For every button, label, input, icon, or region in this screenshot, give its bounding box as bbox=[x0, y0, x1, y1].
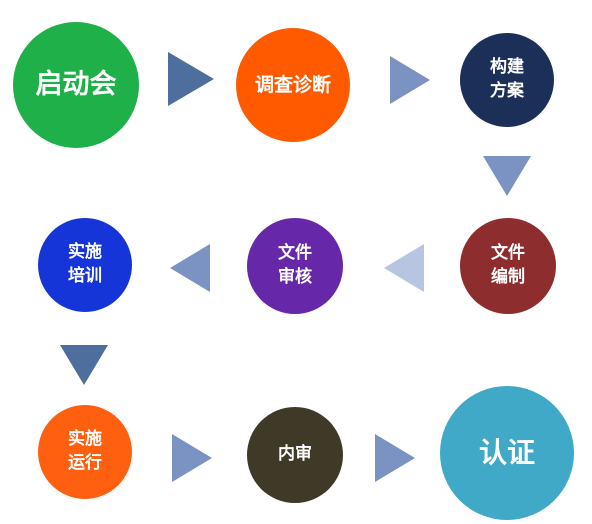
node-survey: 调查诊断 bbox=[236, 28, 350, 142]
node-train-label: 实施 培训 bbox=[68, 242, 102, 286]
node-doc-review-label: 文件 审核 bbox=[278, 243, 312, 287]
arrow-right-icon bbox=[168, 52, 214, 106]
node-run: 实施 运行 bbox=[38, 405, 132, 499]
node-internal-audit-label: 内审 bbox=[278, 444, 312, 465]
arrow-left-icon bbox=[170, 244, 210, 292]
node-run-label: 实施 运行 bbox=[68, 429, 102, 473]
node-certify: 认证 bbox=[440, 386, 574, 520]
node-build-plan-label: 构建 方案 bbox=[490, 57, 524, 101]
node-doc-compile: 文件 编制 bbox=[460, 218, 556, 314]
arrow-right-icon bbox=[172, 434, 212, 482]
node-survey-label: 调查诊断 bbox=[254, 73, 331, 96]
arrow-left-icon bbox=[384, 244, 424, 292]
arrow-right-icon bbox=[390, 56, 430, 104]
arrow-down-icon bbox=[483, 156, 531, 196]
node-doc-review: 文件 审核 bbox=[247, 218, 343, 314]
node-build-plan: 构建 方案 bbox=[460, 33, 554, 127]
node-kickoff: 启动会 bbox=[13, 22, 139, 148]
node-certify-label: 认证 bbox=[478, 436, 535, 470]
arrow-right-icon bbox=[375, 434, 415, 482]
node-kickoff-label: 启动会 bbox=[35, 69, 117, 101]
node-internal-audit: 内审 bbox=[247, 407, 343, 503]
node-doc-compile-label: 文件 编制 bbox=[491, 243, 525, 287]
node-train: 实施 培训 bbox=[38, 218, 132, 312]
arrow-down-icon bbox=[60, 345, 108, 385]
